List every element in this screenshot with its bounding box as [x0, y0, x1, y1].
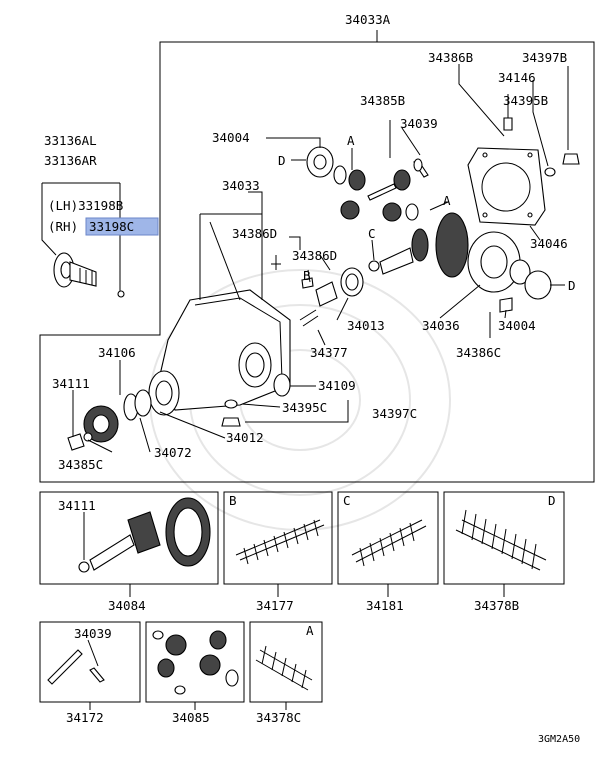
- label-34181: 34181: [366, 598, 404, 613]
- label-34385b: 34385B: [360, 93, 405, 108]
- label-33136ar: 33136AR: [44, 153, 97, 168]
- label-letter-a-1: A: [347, 133, 355, 148]
- spring-34378b-drawing: [455, 509, 547, 571]
- label-letter-c-1: C: [368, 226, 376, 241]
- label-34072: 34072: [154, 445, 192, 460]
- label-letter-a-3: A: [306, 623, 314, 638]
- label-34004-top: 34004: [212, 130, 250, 145]
- label-34377: 34377: [310, 345, 348, 360]
- label-34109: 34109: [318, 378, 356, 393]
- diagram-code: 3GM2A50: [538, 734, 580, 745]
- axle-flange-drawing: [41, 182, 125, 298]
- spring-34378c-drawing: [255, 645, 313, 691]
- label-letter-b-2: B: [229, 493, 237, 508]
- label-letter-d-2: D: [568, 278, 576, 293]
- label-34111-box: 34111: [58, 498, 96, 513]
- box-leaders: [89, 584, 505, 710]
- label-34385c: 34385C: [58, 457, 103, 472]
- label-34386c: 34386C: [456, 345, 501, 360]
- label-rh-33198c[interactable]: 33198C: [89, 219, 134, 234]
- label-33136al: 33136AL: [44, 133, 97, 148]
- label-34084: 34084: [108, 598, 146, 613]
- label-rh-prefix: (RH): [48, 219, 78, 234]
- gear-set-drawing: [152, 630, 239, 695]
- label-34013: 34013: [347, 318, 385, 333]
- label-34106: 34106: [98, 345, 136, 360]
- label-letter-d-3: D: [548, 493, 556, 508]
- label-34386d-2: 34386D: [292, 248, 337, 263]
- spring-34177-drawing: [235, 519, 325, 565]
- pinion-ring-gear-drawing: [78, 497, 211, 573]
- label-34033: 34033: [222, 178, 260, 193]
- pin-shaft-drawing: [47, 639, 105, 685]
- spring-34181-drawing: [351, 519, 427, 567]
- label-34039-main: 34039: [400, 116, 438, 131]
- label-34397c: 34397C: [372, 406, 417, 421]
- label-34386d-1: 34386D: [232, 226, 277, 241]
- box-34378b: [443, 491, 565, 585]
- label-34033a: 34033A: [345, 12, 391, 27]
- label-34378c: 34378C: [256, 710, 301, 725]
- label-34386b: 34386B: [428, 50, 473, 65]
- label-letter-d-1: D: [278, 153, 286, 168]
- label-34036: 34036: [422, 318, 460, 333]
- label-34111-main: 34111: [52, 376, 90, 391]
- box-34084: [39, 491, 219, 585]
- main-assembly-frame: [39, 41, 595, 483]
- label-34039-box: 34039: [74, 626, 112, 641]
- label-letter-c-2: C: [343, 493, 351, 508]
- label-34395b: 34395B: [503, 93, 548, 108]
- label-lh-33198b: (LH)33198B: [48, 198, 123, 213]
- label-34146: 34146: [498, 70, 536, 85]
- rh-shaft-highlight: [85, 217, 159, 236]
- label-letter-b-1: B: [303, 268, 311, 283]
- label-34046: 34046: [530, 236, 568, 251]
- label-letter-a-2: A: [443, 193, 451, 208]
- label-34397b: 34397B: [522, 50, 567, 65]
- label-34172: 34172: [66, 710, 104, 725]
- label-34012: 34012: [226, 430, 264, 445]
- label-34004-bottom: 34004: [498, 318, 536, 333]
- part-labels: 34033A 33136AL 33136AR (LH)33198B (RH) 3…: [44, 12, 580, 745]
- label-34395c: 34395C: [282, 400, 327, 415]
- label-34085: 34085: [172, 710, 210, 725]
- label-34177: 34177: [256, 598, 294, 613]
- label-leaders: [72, 127, 565, 560]
- differential-exploded-view: [67, 64, 580, 451]
- label-34378b: 34378B: [474, 598, 519, 613]
